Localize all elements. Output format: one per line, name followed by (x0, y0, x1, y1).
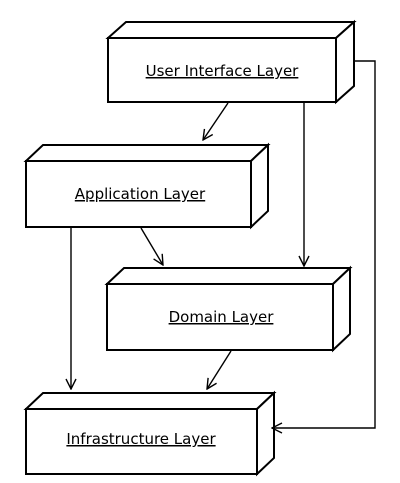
domain-layer-label: Domain Layer (169, 308, 275, 326)
arrow-ui-to-infrastructure (272, 60, 376, 428)
arrow-ui-to-application (203, 102, 229, 140)
node-user-interface-layer: User Interface Layer (105, 19, 357, 105)
infrastructure-layer-label: Infrastructure Layer (66, 430, 216, 448)
node-domain-layer: Domain Layer (104, 265, 353, 353)
node-application-layer: Application Layer (23, 142, 271, 230)
user-interface-layer-label: User Interface Layer (146, 62, 300, 80)
arrow-domain-to-infrastructure (207, 350, 232, 389)
application-layer-label: Application Layer (75, 185, 206, 203)
node-infrastructure-layer: Infrastructure Layer (23, 390, 277, 477)
arrow-application-to-domain (140, 227, 163, 265)
